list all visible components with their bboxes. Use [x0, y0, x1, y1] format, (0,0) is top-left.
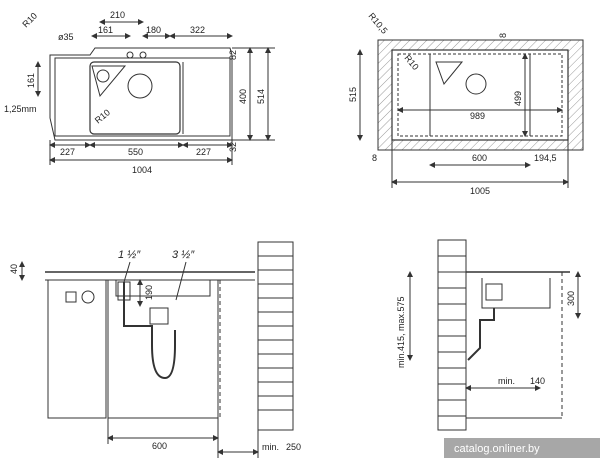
label-161a: 161 [98, 25, 113, 35]
label-thread-1: 1 ½″ [118, 249, 141, 261]
drain-hole [127, 73, 153, 99]
cabinet-body [107, 279, 219, 419]
brick-wall-left [257, 241, 294, 431]
label-140: 140 [530, 376, 545, 386]
label-32: 32 [228, 142, 238, 152]
cabinet-front-view [19, 241, 294, 458]
bowl-section [115, 280, 211, 297]
label-499: 499 [513, 91, 523, 106]
cabinet-knob [81, 290, 95, 304]
sink-plan-labels: R10 ø35 210 161 180 322 82 400 514 32 16… [4, 10, 266, 175]
label-227a: 227 [60, 147, 75, 157]
label-161b: 161 [26, 73, 36, 88]
cutout-plan-view [357, 39, 584, 188]
sink-bowl [89, 61, 181, 135]
label-400: 400 [238, 89, 248, 104]
brick-wall-right [437, 239, 467, 431]
cutout-triangle [435, 61, 464, 85]
label-8b: 8 [372, 153, 377, 163]
tap-hole-2 [139, 51, 147, 59]
siphon-pipe [123, 282, 176, 380]
sink-plate-inner [54, 57, 231, 137]
watermark-bg [444, 438, 600, 458]
leader-thread-2 [175, 261, 187, 301]
cabinet-knob-box [65, 291, 77, 303]
label-250: 250 [286, 442, 301, 452]
overflow-triangle [91, 65, 127, 98]
label-125mm: 1,25mm [4, 104, 37, 114]
label-1945: 194,5 [534, 153, 557, 163]
cutout-inner [397, 53, 563, 137]
label-8a: 8 [498, 33, 508, 38]
label-d35: ø35 [58, 32, 74, 42]
label-300: 300 [566, 291, 576, 306]
label-40: 40 [9, 264, 19, 274]
overflow-hole [96, 69, 110, 83]
label-190: 190 [144, 285, 154, 300]
watermark: catalog.onliner.by [444, 438, 600, 458]
label-600-front: 600 [152, 441, 167, 451]
label-600-cutout: 600 [472, 153, 487, 163]
label-514: 514 [256, 89, 266, 104]
label-r10-inner: R10 [93, 107, 112, 125]
label-min-right: min. [498, 376, 515, 386]
side-bowl [481, 278, 551, 309]
cabinet-labels: 40 1 ½″ 3 ½″ 190 600 min. 250 [9, 249, 301, 452]
label-minmax: min.415, max.575 [396, 296, 406, 368]
cutout-outline [391, 49, 569, 141]
label-r10: R10 [20, 11, 39, 30]
sink-plate-outline [49, 47, 233, 141]
cabinet-side-panel [47, 279, 107, 419]
waste-outlet-2 [149, 307, 169, 325]
sink-plan-view [35, 19, 275, 165]
label-322: 322 [190, 25, 205, 35]
label-550: 550 [128, 147, 143, 157]
label-r105: R10,5 [366, 11, 389, 36]
label-thread-2: 3 ½″ [172, 249, 195, 261]
tap-hole-1 [126, 51, 134, 59]
side-labels: min.415, max.575 300 min. 140 [396, 291, 576, 386]
label-515: 515 [348, 87, 358, 102]
leader-thread-1 [123, 261, 131, 283]
label-1004: 1004 [132, 165, 152, 175]
label-210: 210 [110, 10, 125, 20]
side-drain-box [485, 283, 503, 301]
label-180: 180 [146, 25, 161, 35]
label-min-left: min. [262, 442, 279, 452]
label-227b: 227 [196, 147, 211, 157]
side-section-view [407, 239, 581, 431]
side-siphon [467, 308, 495, 361]
label-989: 989 [470, 111, 485, 121]
watermark-text: catalog.onliner.by [454, 443, 540, 455]
label-82: 82 [228, 50, 238, 60]
label-1005: 1005 [470, 186, 490, 196]
cutout-drain [465, 73, 487, 95]
